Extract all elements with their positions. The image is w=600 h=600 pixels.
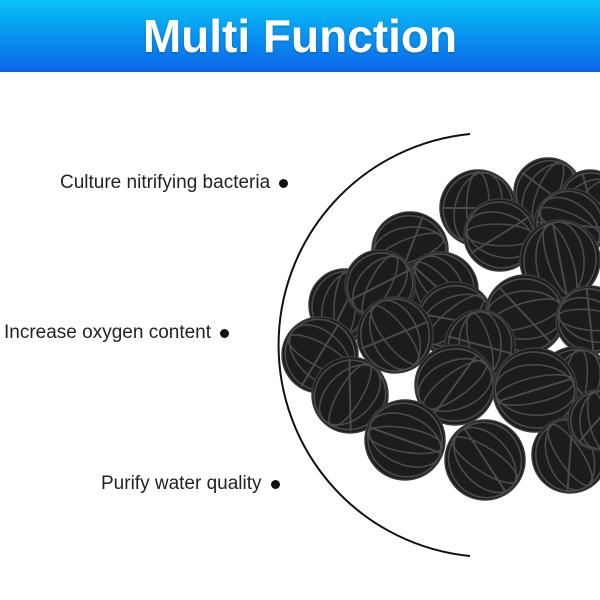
feature-item: Purify water quality	[101, 473, 280, 495]
bio-ball	[492, 347, 578, 433]
title-banner: Multi Function	[0, 0, 600, 72]
bio-ball	[311, 356, 389, 434]
bio-ball	[444, 419, 526, 501]
feature-arc	[277, 133, 471, 557]
banner-title: Multi Function	[142, 10, 458, 62]
feature-label: Purify water quality	[101, 473, 262, 494]
feature-item: Increase oxygen content	[4, 322, 230, 344]
feature-label: Increase oxygen content	[4, 322, 212, 343]
bio-ball	[356, 296, 434, 374]
bio-ball	[364, 399, 446, 481]
bullet-dot-icon	[279, 178, 289, 188]
feature-label: Culture nitrifying bacteria	[60, 172, 271, 193]
bullet-dot-icon	[270, 479, 280, 489]
bio-balls-cluster	[281, 157, 600, 501]
bio-ball	[463, 198, 537, 272]
feature-item: Culture nitrifying bacteria	[60, 172, 289, 194]
bullet-dot-icon	[220, 328, 230, 338]
